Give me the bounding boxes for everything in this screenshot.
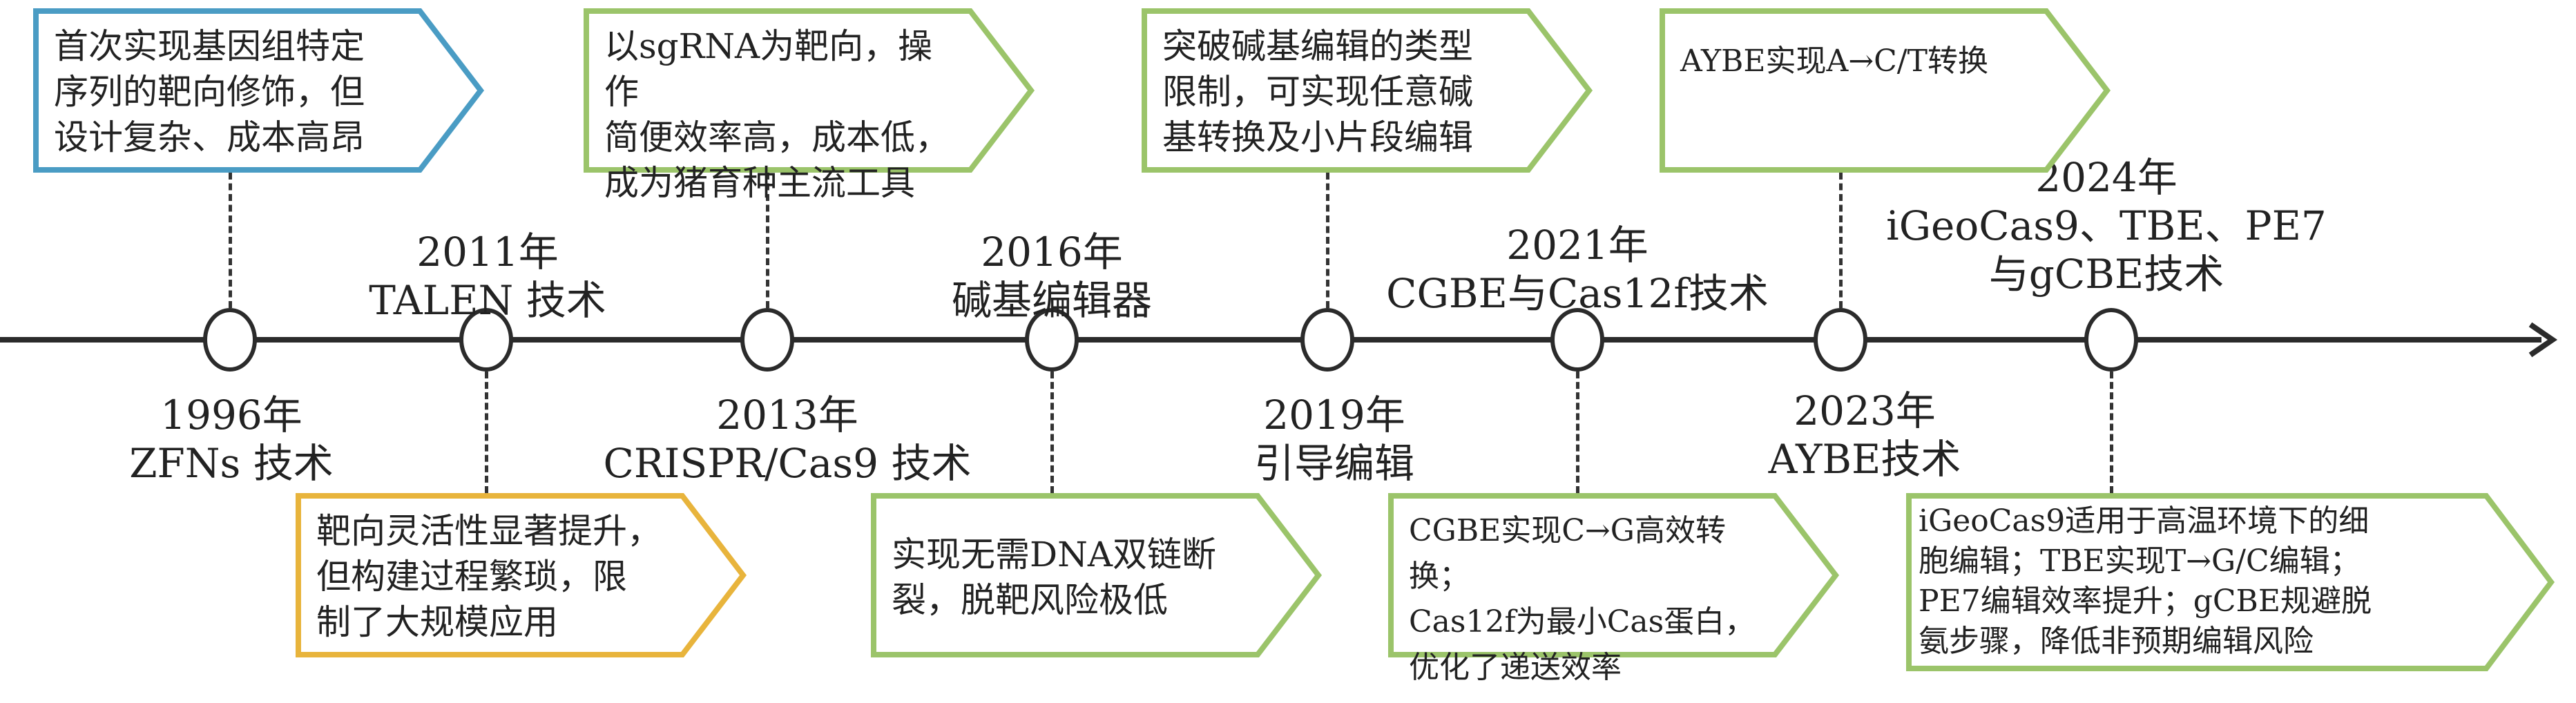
callout-arrow-shape <box>1906 493 2555 671</box>
callout-arrow-shape <box>1388 493 1840 657</box>
callout-2024: iGeoCas9适用于高温环境下的细 胞编辑；TBE实现T→G/C编辑； PE7… <box>1906 493 2555 671</box>
tech-label: TALEN 技术 <box>369 277 606 324</box>
connector-2019 <box>1326 173 1329 308</box>
node-2023 <box>1814 308 1867 372</box>
node-2024 <box>2084 308 2138 372</box>
connector-2021 <box>1576 372 1579 493</box>
callout-text: iGeoCas9适用于高温环境下的细 胞编辑；TBE实现T→G/C编辑； PE7… <box>1919 503 2372 659</box>
callout-1996: 首次实现基因组特定 序列的靶向修饰，但 设计复杂、成本高昂 <box>33 8 485 173</box>
tech-label: iGeoCas9、TBE、PE7 与gCBE技术 <box>1886 202 2327 298</box>
callout-arrow-shape <box>296 493 747 657</box>
connector-1996 <box>229 173 232 308</box>
callout-2011: 靶向灵活性显著提升， 但构建过程繁琐，限 制了大规模应用 <box>296 493 747 657</box>
tech-label: 引导编辑 <box>1253 440 1415 487</box>
connector-2011 <box>485 372 488 493</box>
connector-2013 <box>766 173 769 308</box>
arrow-head-icon <box>2528 322 2558 358</box>
callout-text: CGBE实现C→G高效转换； Cas12f为最小Cas蛋白， 优化了递送效率 <box>1409 513 1756 685</box>
connector-2024 <box>2110 372 2113 493</box>
callout-2021: CGBE实现C→G高效转换； Cas12f为最小Cas蛋白， 优化了递送效率 <box>1388 493 1840 685</box>
callout-2016: 实现无需DNA双链断 裂，脱靶风险极低 <box>871 493 1323 657</box>
callout-2019: 突破碱基编辑的类型 限制，可实现任意碱 基转换及小片段编辑 <box>1142 8 1593 173</box>
callout-text: 靶向灵活性显著提升， 但构建过程繁琐，限 制了大规模应用 <box>316 511 662 642</box>
node-2016 <box>1025 308 1079 372</box>
node-2021 <box>1550 308 1604 372</box>
callout-text: AYBE实现A→C/T转换 <box>1680 44 1988 79</box>
year-label: 2021年 <box>1506 222 1649 269</box>
tech-label: AYBE技术 <box>1768 436 1961 483</box>
label-2019: 2019年引导编辑 <box>1254 391 1414 488</box>
year-label: 1996年 <box>160 392 302 439</box>
connector-2016 <box>1050 372 1054 493</box>
timeline-axis <box>0 337 2541 343</box>
label-2016: 2016年碱基编辑器 <box>952 228 1152 325</box>
tech-label: ZFNs 技术 <box>129 440 334 487</box>
year-label: 2013年 <box>716 392 858 439</box>
tech-label: CRISPR/Cas9 技术 <box>603 440 972 487</box>
year-label: 2023年 <box>1794 387 1936 434</box>
callout-arrow-shape <box>584 8 1035 173</box>
tech-label: CGBE与Cas12f技术 <box>1386 270 1769 317</box>
year-label: 2024年 <box>2035 154 2178 201</box>
connector-2023 <box>1839 173 1843 308</box>
node-1996 <box>203 308 257 372</box>
callout-arrow-shape <box>871 493 1323 657</box>
callout-2023: AYBE实现A→C/T转换 <box>1660 8 2111 173</box>
callout-text: 首次实现基因组特定 序列的靶向修饰，但 设计复杂、成本高昂 <box>54 26 365 157</box>
node-2011 <box>459 308 513 372</box>
callout-text: 实现无需DNA双链断 裂，脱靶风险极低 <box>892 535 1216 620</box>
callout-2013: 以sgRNA为靶向，操作 简便效率高，成本低， 成为猪育种主流工具 <box>584 8 1035 203</box>
year-label: 2019年 <box>1263 392 1405 439</box>
year-label: 2011年 <box>416 229 559 276</box>
callout-arrow-shape <box>1142 8 1593 173</box>
year-label: 2016年 <box>981 229 1123 276</box>
callout-arrow-shape <box>1660 8 2111 173</box>
callout-arrow-shape <box>33 8 485 173</box>
node-2019 <box>1300 308 1354 372</box>
tech-label: 碱基编辑器 <box>951 277 1153 324</box>
callout-text: 突破碱基编辑的类型 限制，可实现任意碱 基转换及小片段编辑 <box>1162 26 1473 157</box>
node-2013 <box>740 308 794 372</box>
callout-text: 以sgRNA为靶向，操作 简便效率高，成本低， 成为猪育种主流工具 <box>604 26 950 203</box>
